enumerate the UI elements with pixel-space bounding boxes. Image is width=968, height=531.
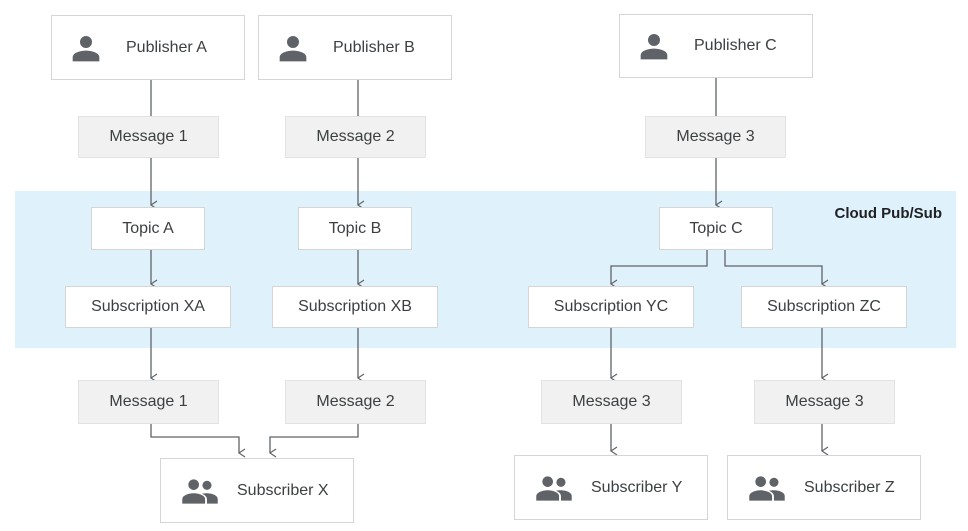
group-icon bbox=[181, 476, 219, 506]
subscriber-label: Subscriber Y bbox=[591, 478, 683, 496]
subscriber-label: Subscriber X bbox=[237, 481, 329, 499]
publisher-label: Publisher C bbox=[694, 37, 777, 54]
subscriber-x-box: Subscriber X bbox=[160, 458, 354, 523]
person-icon bbox=[277, 32, 309, 64]
message-2-in: Message 2 bbox=[285, 116, 426, 158]
message-3-out-z: Message 3 bbox=[754, 380, 895, 424]
message-1-out: Message 1 bbox=[78, 380, 219, 424]
group-icon bbox=[535, 473, 573, 503]
person-icon bbox=[70, 32, 102, 64]
subscriber-label: Subscriber Z bbox=[804, 478, 895, 496]
publisher-label: Publisher B bbox=[333, 38, 415, 56]
subscriber-z-box: Subscriber Z bbox=[727, 455, 921, 520]
message-3-out-y: Message 3 bbox=[541, 380, 682, 424]
publisher-label: Publisher A bbox=[126, 38, 207, 56]
subscriber-y-box: Subscriber Y bbox=[514, 455, 708, 520]
message-1-in: Message 1 bbox=[78, 116, 219, 158]
message-3-in: Message 3 bbox=[645, 116, 786, 158]
subscription-xb: Subscription XB bbox=[272, 286, 438, 328]
person-icon bbox=[638, 30, 670, 62]
cloud-pubsub-label: Cloud Pub/Sub bbox=[834, 205, 942, 222]
subscription-xa: Subscription XA bbox=[65, 286, 231, 328]
group-icon bbox=[748, 473, 786, 503]
publisher-c-box: Publisher C bbox=[619, 14, 813, 78]
topic-c: Topic C bbox=[659, 207, 773, 250]
message-2-out: Message 2 bbox=[285, 380, 426, 424]
topic-a: Topic A bbox=[91, 207, 205, 250]
topic-b: Topic B bbox=[298, 207, 412, 250]
subscription-yc: Subscription YC bbox=[528, 286, 694, 328]
publisher-a-box: Publisher A bbox=[51, 15, 245, 80]
publisher-b-box: Publisher B bbox=[258, 15, 452, 80]
subscription-zc: Subscription ZC bbox=[741, 286, 907, 328]
